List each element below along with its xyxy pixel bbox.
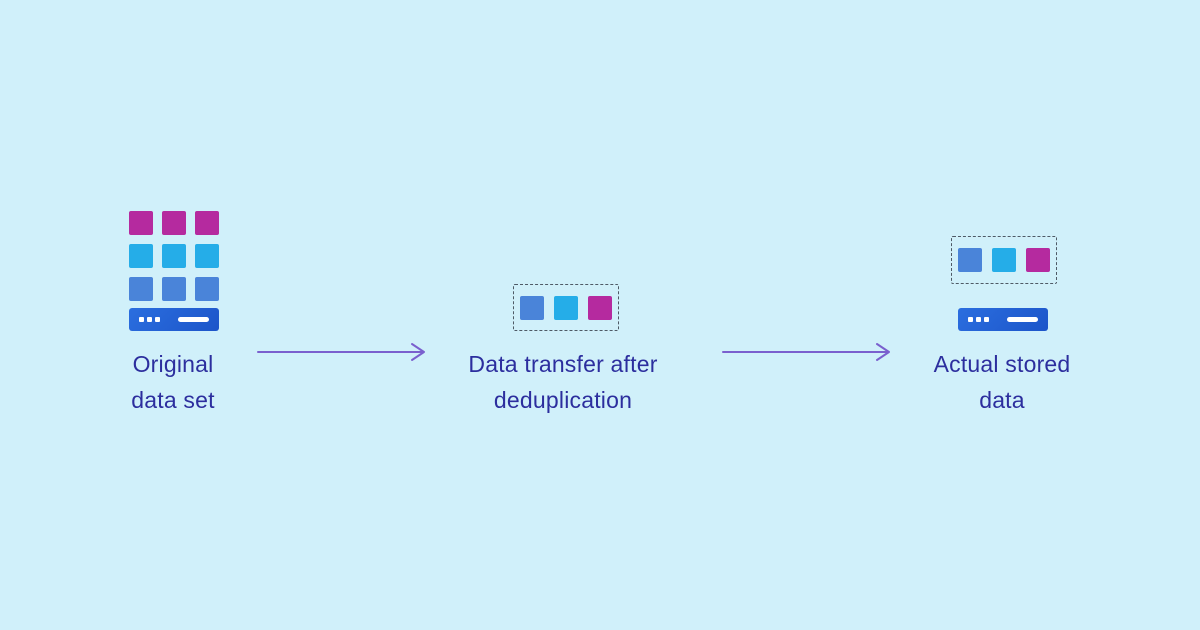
blue-data-block-icon [195, 277, 219, 301]
cyan-data-block-icon [992, 248, 1016, 272]
stage-label-original-data-set: Original data set [53, 346, 293, 418]
storage-device-icon [958, 308, 1048, 331]
cyan-data-block-icon [162, 244, 186, 268]
blue-data-block-icon [958, 248, 982, 272]
led-dot-icon [976, 317, 981, 322]
blue-data-block-icon [520, 295, 544, 320]
magenta-data-block-icon [588, 295, 612, 320]
led-dot-icon [147, 317, 152, 322]
blue-data-block-icon [162, 277, 186, 301]
storage-led-dots-icon [968, 317, 989, 322]
arrow-right-icon [257, 343, 425, 361]
stage-label-line: deduplication [493, 387, 633, 413]
led-dot-icon [155, 317, 160, 322]
stage-label-line: Original [132, 351, 214, 377]
magenta-data-block-icon [129, 211, 153, 235]
storage-slot-icon [178, 317, 209, 322]
cyan-data-block-icon [195, 244, 219, 268]
led-dot-icon [139, 317, 144, 322]
dashed-transfer-box-icon [513, 284, 619, 331]
stage-label-line: data set [131, 387, 215, 413]
stage-label-data-transfer: Data transfer after deduplication [443, 346, 683, 418]
stage-label-line: Actual stored [933, 351, 1071, 377]
stage-label-line: Data transfer after [468, 351, 658, 377]
storage-device-icon [129, 308, 219, 331]
arrow-right-icon [722, 343, 890, 361]
magenta-data-block-icon [1026, 248, 1050, 272]
data-blocks-grid-icon [129, 211, 219, 301]
stage-label-actual-stored-data: Actual stored data [882, 346, 1122, 418]
led-dot-icon [968, 317, 973, 322]
stage-label-line: data [979, 387, 1025, 413]
magenta-data-block-icon [195, 211, 219, 235]
dashed-stored-box-icon [951, 236, 1057, 284]
led-dot-icon [984, 317, 989, 322]
storage-slot-icon [1007, 317, 1038, 322]
blue-data-block-icon [129, 277, 153, 301]
storage-led-dots-icon [139, 317, 160, 322]
magenta-data-block-icon [162, 211, 186, 235]
cyan-data-block-icon [129, 244, 153, 268]
cyan-data-block-icon [554, 295, 578, 320]
